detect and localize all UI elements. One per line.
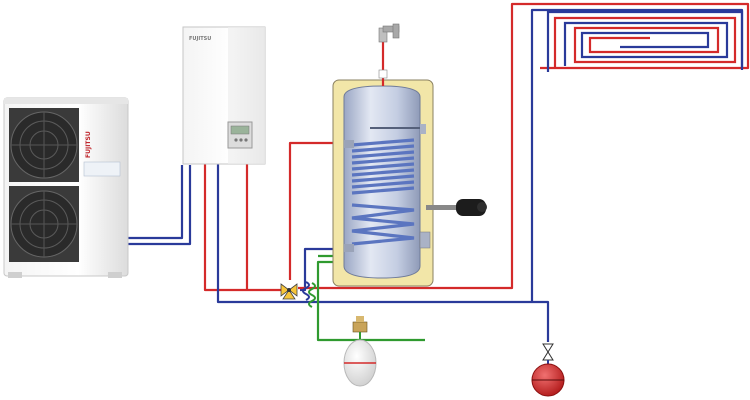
outdoor-unit: FUJITSU — [3, 97, 129, 278]
safety-group-icon — [308, 282, 316, 308]
storage-tank — [332, 79, 487, 287]
pipe-outdoor-indoor-lower — [128, 165, 192, 246]
pipe-outdoor-indoor-upper — [128, 165, 184, 240]
tap-icon — [378, 23, 400, 43]
pipe-floor-return — [530, 8, 744, 302]
immersion-heater-icon — [426, 199, 487, 216]
expansion-vessel-dhw — [343, 316, 377, 387]
floor-heating-loop — [546, 10, 744, 72]
pipe-main-return — [216, 163, 550, 342]
indoor-unit-brand: FUJITSU — [189, 36, 211, 42]
expansion-vessel-heating — [531, 343, 565, 397]
heat-exchanger-coil-icon — [351, 138, 415, 246]
fan-grille-top — [9, 108, 79, 182]
indoor-unit: FUJITSU — [182, 26, 266, 165]
three-way-valve-icon — [280, 283, 298, 300]
pipe-indoor-supply — [203, 163, 282, 292]
check-valve-icon — [542, 343, 554, 353]
floor-loop-blue — [546, 10, 744, 72]
outdoor-unit-brand: FUJITSU — [85, 131, 92, 158]
floor-loop-red — [553, 16, 737, 68]
pipe-floor-supply — [298, 2, 750, 290]
fan-grille-bottom — [9, 186, 79, 262]
